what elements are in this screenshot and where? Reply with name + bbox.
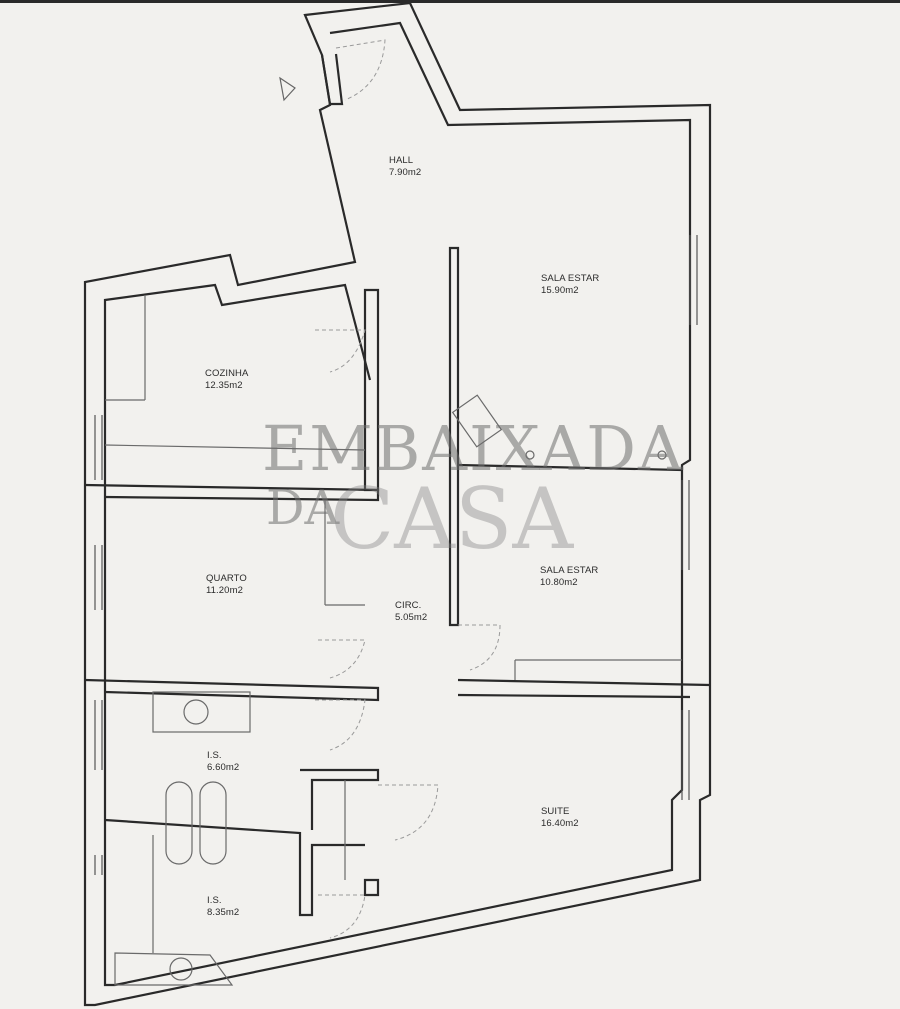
- top-border: [0, 0, 900, 3]
- room-label-is-2: I.S. 8.35m2: [207, 895, 240, 918]
- inner-wall: [103, 21, 692, 987]
- spine-wall: [448, 246, 460, 627]
- triangle-icon: [279, 76, 296, 102]
- room-label-circ: CIRC. 5.05m2: [395, 600, 428, 623]
- room-label-hall: HALL 7.90m2: [389, 155, 422, 178]
- room-label-is-1: I.S. 6.60m2: [207, 750, 240, 773]
- bidet-icon: [199, 781, 227, 865]
- room-label-quarto: QUARTO 11.20m2: [206, 573, 247, 596]
- room-label-suite: SUITE 16.40m2: [541, 806, 579, 829]
- outer-wall: [83, 1, 712, 1007]
- room-label-sala-estar-2: SALA ESTAR 10.80m2: [540, 565, 599, 588]
- room-label-sala-estar-1: SALA ESTAR 15.90m2: [541, 273, 600, 296]
- sink-icon: [169, 957, 193, 981]
- sink-icon: [183, 699, 209, 725]
- vanity-top: [152, 691, 251, 733]
- toilet-icon: [165, 781, 193, 865]
- room-label-cozinha: COZINHA 12.35m2: [205, 368, 249, 391]
